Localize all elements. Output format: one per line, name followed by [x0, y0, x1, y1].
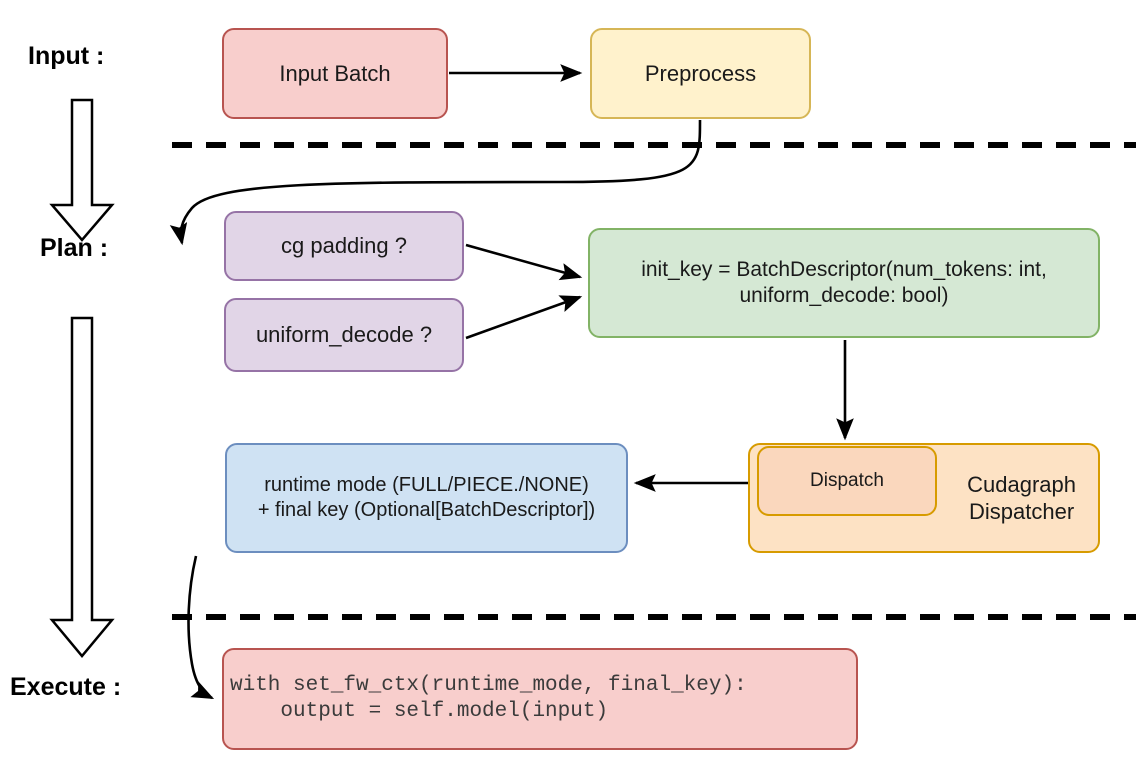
- stage-label-execute: Execute :: [10, 673, 122, 701]
- input-to-plan-arrow: [49, 98, 115, 242]
- node-runtime-mode-text: runtime mode (FULL/PIECE./NONE) + final …: [258, 473, 595, 523]
- node-runtime-mode-line2: + final key (Optional[BatchDescriptor]): [257, 499, 596, 521]
- node-input-batch-label: Input Batch: [279, 60, 391, 86]
- node-preprocess-label: Preprocess: [644, 60, 757, 86]
- node-runtime-mode[interactable]: runtime mode (FULL/PIECE./NONE) + final …: [225, 443, 628, 553]
- plan-to-execute-arrow: [49, 316, 115, 658]
- stage-label-input: Input :: [28, 42, 105, 70]
- node-cudagraph-dispatcher-line1: Cudagraph: [967, 471, 1076, 497]
- edge-runtime-mode-to-code: [187, 555, 215, 700]
- node-cg-padding-label: cg padding ?: [281, 233, 407, 259]
- node-init-key-text: init_key = BatchDescriptor(num_tokens: i…: [641, 257, 1047, 310]
- edge-uniform-decode-to-init-key: [465, 295, 583, 340]
- node-dispatch[interactable]: Dispatch: [757, 446, 937, 516]
- node-init-key[interactable]: init_key = BatchDescriptor(num_tokens: i…: [588, 228, 1100, 338]
- stage-label-plan: Plan :: [40, 234, 109, 262]
- node-code-text: with set_fw_ctx(runtime_mode, final_key)…: [230, 673, 747, 726]
- node-dispatch-label: Dispatch: [810, 470, 884, 492]
- node-runtime-mode-line1: runtime mode (FULL/PIECE./NONE): [264, 474, 589, 496]
- node-code-block[interactable]: with set_fw_ctx(runtime_mode, final_key)…: [222, 648, 858, 750]
- node-preprocess[interactable]: Preprocess: [590, 28, 811, 119]
- node-code-line1: with set_fw_ctx(runtime_mode, final_key)…: [230, 673, 747, 697]
- node-cudagraph-dispatcher-text: Cudagraph Dispatcher: [967, 471, 1076, 526]
- node-uniform-decode[interactable]: uniform_decode ?: [224, 298, 464, 372]
- node-cg-padding[interactable]: cg padding ?: [224, 211, 464, 281]
- node-code-line2: output = self.model(input): [230, 700, 609, 723]
- node-init-key-line1: init_key = BatchDescriptor(num_tokens: i…: [641, 257, 1047, 281]
- node-init-key-line2: uniform_decode: bool): [739, 284, 949, 307]
- edge-cg-padding-to-init-key: [465, 243, 583, 281]
- node-uniform-decode-label: uniform_decode ?: [255, 322, 433, 348]
- node-input-batch[interactable]: Input Batch: [222, 28, 448, 119]
- node-cudagraph-dispatcher-line2: Dispatcher: [968, 499, 1075, 524]
